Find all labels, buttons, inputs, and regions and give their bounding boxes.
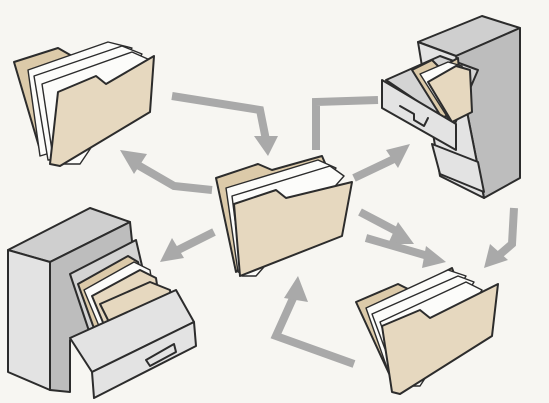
arrow-center-to-cabinet-bottom-left	[160, 228, 216, 262]
arrow-cabinet-top-right-to-folder-bottom-right	[484, 207, 518, 268]
arrow-center-to-folder-top-left	[120, 150, 213, 194]
arrow-folder-bottom-right-to-center	[270, 276, 356, 368]
filing-cabinet-icon	[381, 15, 521, 199]
arrow-center-to-cabinet-top-right	[312, 96, 410, 182]
filing-cabinet-icon	[7, 207, 197, 399]
folder-icon	[215, 155, 353, 277]
folder-icon	[355, 267, 499, 395]
arrow-folder-top-left-to-center	[171, 92, 278, 156]
folder-icon	[13, 41, 155, 167]
flow-arrows	[120, 92, 518, 368]
arrow-center-to-folder-bottom-right	[358, 208, 446, 268]
